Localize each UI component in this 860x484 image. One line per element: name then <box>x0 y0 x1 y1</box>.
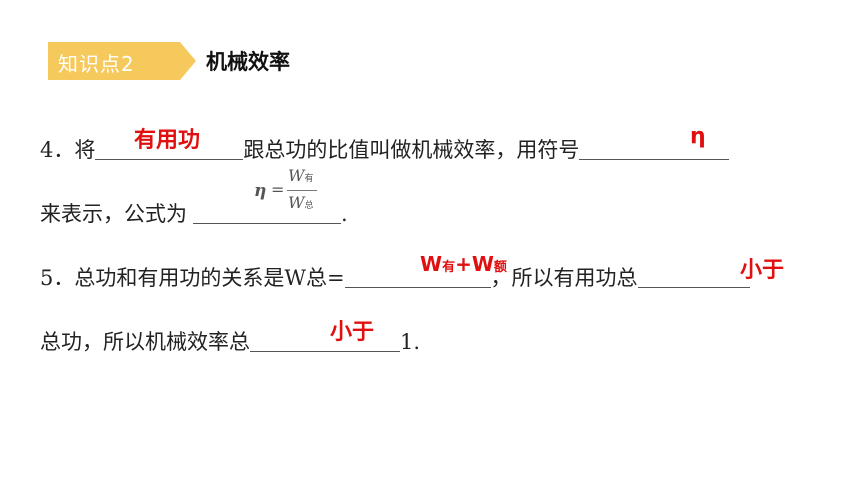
formula-equals: = <box>271 180 285 199</box>
q5-prefix: 5．总功和有用功的关系是W总= <box>40 266 345 290</box>
formula-denominator: W总 <box>288 193 314 212</box>
efficiency-formula: η = W有 W总 <box>252 164 320 220</box>
q4-answer-1: 有用功 <box>134 128 201 153</box>
q4-blank-formula <box>193 201 341 224</box>
q4-answer-2: η <box>690 124 706 149</box>
q4-middle: 跟总功的比值叫做机械效率，用符号 <box>243 138 580 162</box>
q5-answer-3: 小于 <box>330 320 375 345</box>
section-tag-label: 知识点2 <box>58 52 135 76</box>
q4-blank-2 <box>579 137 730 160</box>
q5-middle: ，所以有用功总 <box>490 266 638 290</box>
q4-line2-suffix: . <box>341 202 348 226</box>
q5-answer-2: 小于 <box>740 258 785 283</box>
q4-blank-1 <box>95 137 244 160</box>
q5-blank-2 <box>637 265 750 288</box>
q4-line2-prefix: 来表示，公式为 <box>40 202 187 226</box>
formula-eta: η <box>254 181 267 201</box>
q5-line-1: 5．总功和有用功的关系是W总= ，所以有用功总 <box>40 262 750 292</box>
section-tag: 知识点2 <box>48 42 196 80</box>
formula-numerator: W有 <box>288 166 314 185</box>
formula-fraction-bar <box>287 190 317 191</box>
q5-blank-3 <box>250 329 400 352</box>
tag-arrow-shape <box>48 42 196 80</box>
q5-line2-suffix: 1. <box>400 330 421 354</box>
q4-prefix: 4．将 <box>40 138 96 162</box>
q5-line2-prefix: 总功，所以机械效率总 <box>40 330 250 354</box>
q5-line-2: 总功，所以机械效率总 1. <box>40 326 420 356</box>
q5-blank-1 <box>344 265 491 288</box>
q4-line-1: 4．将 跟总功的比值叫做机械效率，用符号 <box>40 134 730 164</box>
topic-title: 机械效率 <box>206 50 290 74</box>
q4-line-2: 来表示，公式为. <box>40 198 348 228</box>
q5-answer-1: W有+W额 <box>420 252 507 276</box>
